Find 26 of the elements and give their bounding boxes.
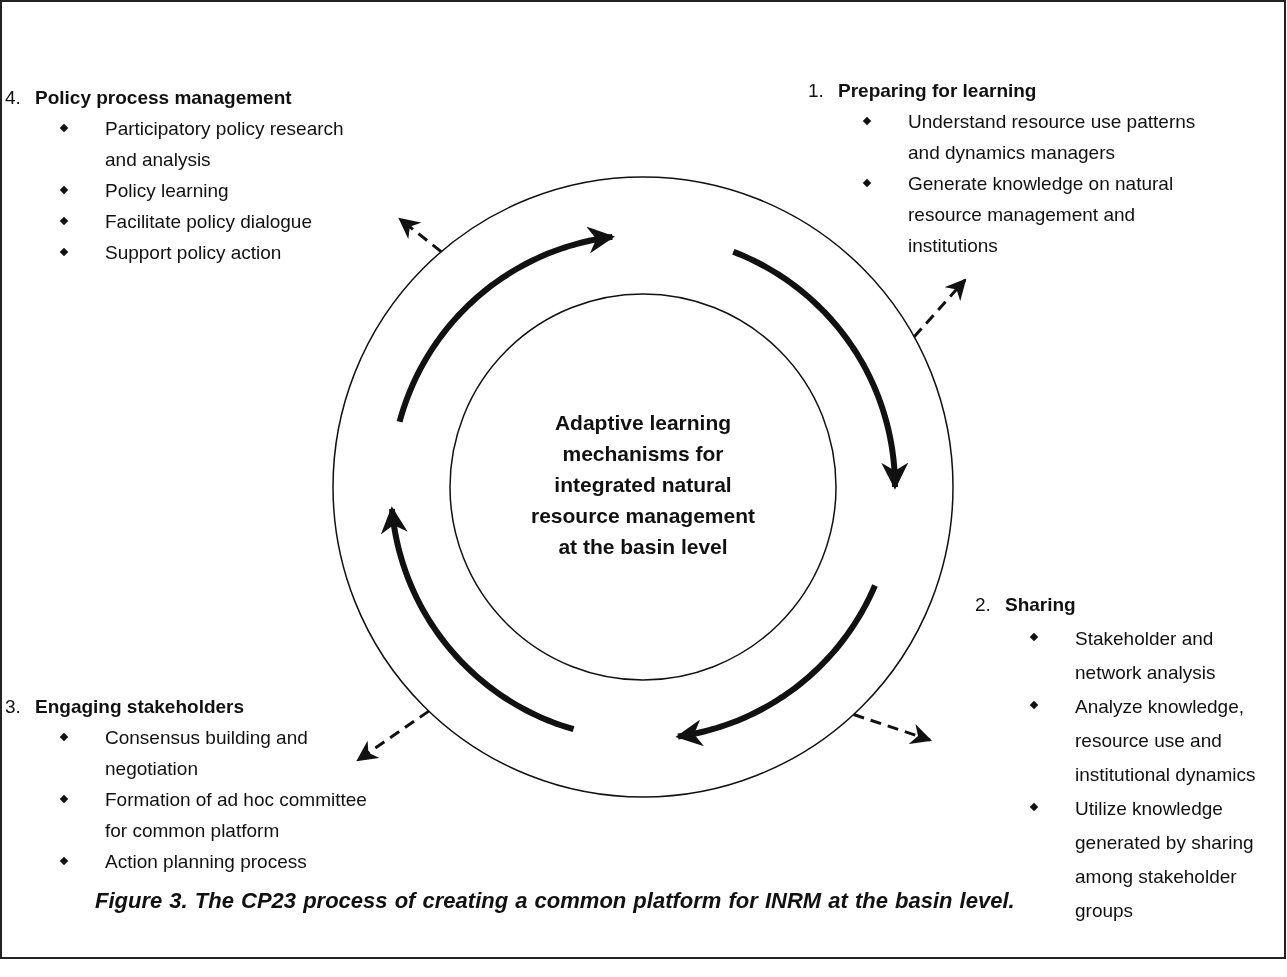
step-heading: Sharing — [1005, 593, 1076, 617]
step-number: 3. — [5, 695, 22, 719]
step-heading: Preparing for learning — [838, 79, 1037, 103]
step-number: 1. — [808, 79, 825, 103]
figure-caption: Figure 3. The CP23 process of creating a common platform for INRM at the basin level. — [95, 888, 1015, 914]
dashed-arrow — [853, 713, 932, 744]
bullet-text: Understand resource use patterns and dynamics managers — [908, 110, 1197, 165]
bullet-text: Formation of ad hoc committee for common platform — [105, 788, 368, 843]
bullet-text: Generate knowledge on natural resource management and institutions — [908, 172, 1175, 258]
dashed-arrow — [398, 217, 443, 253]
bullet-text: Facilitate policy dialogue — [105, 210, 313, 234]
bullet-text: Utilize knowledge generated by sharing among stakeholder groups — [1075, 797, 1255, 923]
bullet-text: Policy learning — [105, 179, 230, 203]
dashed-arrow — [356, 709, 430, 762]
step-number: 4. — [5, 86, 22, 110]
step-heading: Policy process management — [35, 86, 292, 110]
step-heading: Engaging stakeholders — [35, 695, 245, 719]
dashed-arrow — [913, 278, 967, 338]
bullet-text: Analyze knowledge, resource use and institutional dynamics — [1075, 695, 1257, 787]
bullet-text: Stakeholder and network analysis — [1075, 627, 1217, 685]
bullet-text: Action planning process — [105, 850, 308, 874]
bullet-text: Participatory policy research and analysis — [105, 117, 345, 172]
step-number: 2. — [975, 593, 992, 617]
center-title: Adaptive learning mechanisms for integrated natural resource management at the basin level — [529, 410, 757, 560]
bullet-text: Support policy action — [105, 241, 283, 265]
bullet-text: Consensus building and negotiation — [105, 726, 309, 781]
